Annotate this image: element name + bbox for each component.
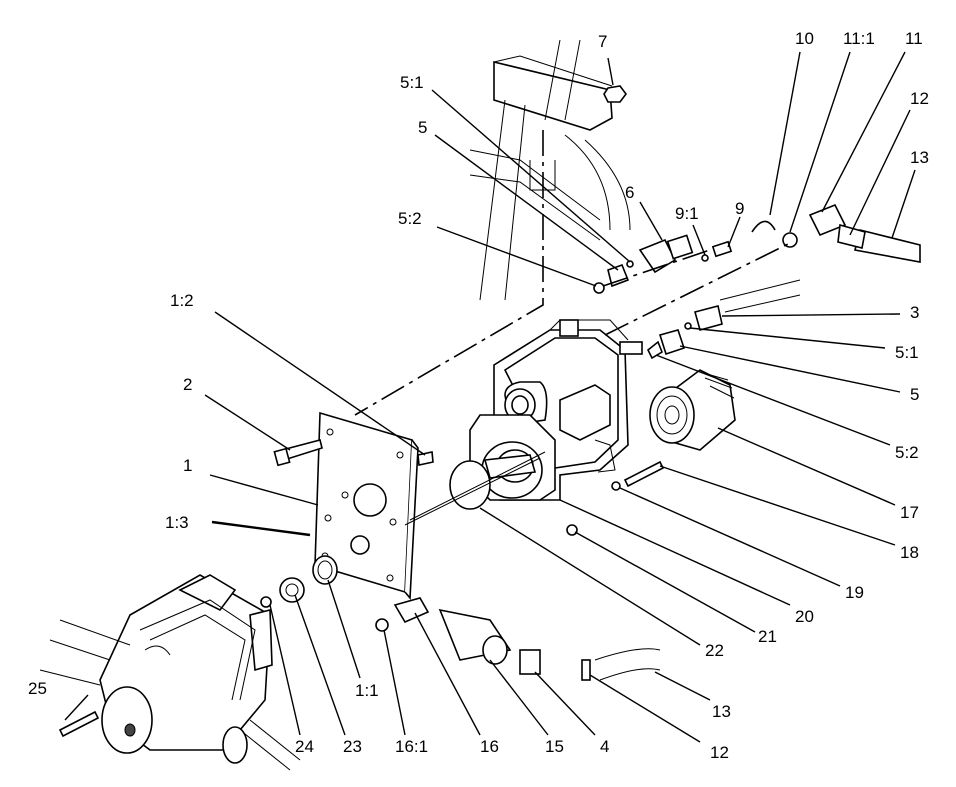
- callout-16: 16: [480, 737, 499, 756]
- callout-11-1: 11:1: [843, 29, 875, 48]
- callout-1-3: 1:3: [165, 513, 189, 532]
- callout-2: 2: [183, 375, 192, 394]
- callout-22: 22: [705, 641, 724, 660]
- callout-10: 10: [795, 29, 814, 48]
- callout-6: 6: [625, 183, 634, 202]
- callout-11: 11: [905, 29, 923, 48]
- callout-16-1: 16:1: [395, 737, 428, 756]
- callout-13-top: 13: [910, 148, 929, 167]
- small-parts: [58, 439, 665, 738]
- callout-5-1-top: 5:1: [400, 73, 424, 92]
- callout-9-1: 9:1: [675, 204, 699, 223]
- hoses: [594, 229, 921, 681]
- callout-18: 18: [900, 543, 919, 562]
- gearbox: [39, 574, 301, 771]
- callout-3: 3: [910, 303, 919, 322]
- callout-labels: 7 10 11:1 11 12 13 5:1 5 6 9:1 9 5:2 3 5…: [28, 29, 929, 762]
- callout-21: 21: [758, 627, 777, 646]
- callout-5-1-right: 5:1: [895, 343, 919, 362]
- callout-12-bottom: 12: [710, 743, 729, 762]
- callout-17: 17: [900, 503, 919, 522]
- callout-7: 7: [598, 32, 607, 51]
- callout-23: 23: [343, 737, 362, 756]
- assembly-lines: [354, 130, 791, 526]
- callout-4: 4: [600, 737, 609, 756]
- callout-5-2-right: 5:2: [895, 443, 919, 462]
- callout-15: 15: [545, 737, 564, 756]
- callout-25: 25: [28, 679, 47, 698]
- callout-20: 20: [795, 607, 814, 626]
- callout-5-right: 5: [910, 385, 919, 404]
- callout-5-top: 5: [418, 118, 427, 137]
- callout-24: 24: [295, 737, 314, 756]
- callout-5-2-top: 5:2: [398, 209, 422, 228]
- oil-filter: [649, 369, 736, 451]
- callout-1-1: 1:1: [355, 681, 379, 700]
- callout-19: 19: [845, 583, 864, 602]
- callout-12-top: 12: [910, 89, 929, 108]
- callout-9: 9: [735, 199, 744, 218]
- callout-1: 1: [183, 456, 192, 475]
- callout-1-2: 1:2: [170, 291, 194, 310]
- hydrostat-pump: [469, 319, 643, 501]
- fittings: [593, 203, 866, 360]
- callout-13-bottom: 13: [712, 702, 731, 721]
- nut-icon: [603, 85, 627, 103]
- leader-lines: [64, 51, 916, 743]
